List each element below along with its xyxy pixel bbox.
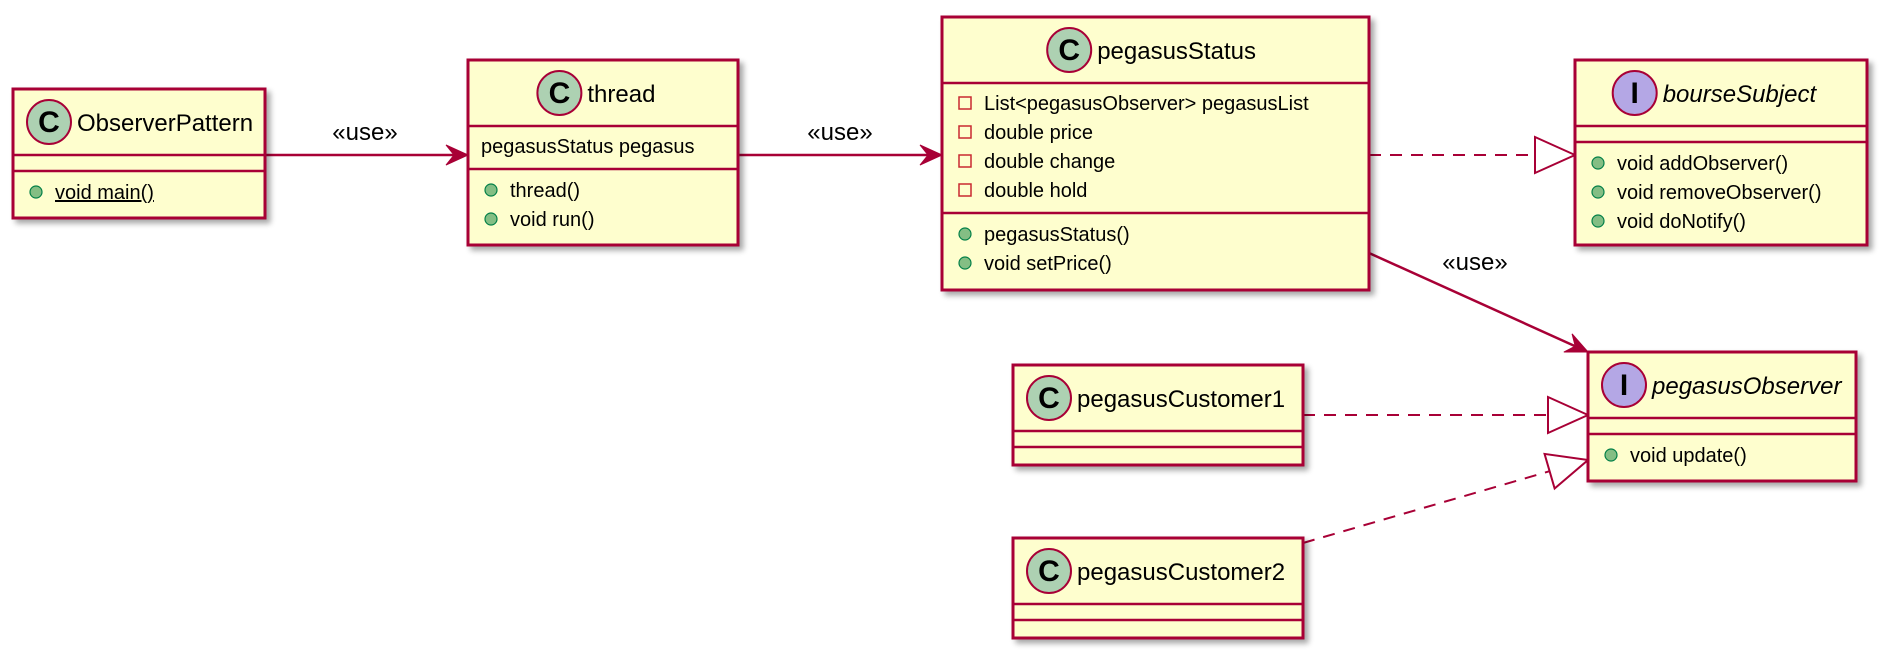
public-visibility-icon [29,185,43,199]
relations-layer [265,135,1591,544]
class-member: void removeObserver() [1617,182,1822,204]
badge-letter: C [1038,382,1060,415]
badge-letter: C [38,106,60,139]
class-member: thread() [510,180,580,202]
relation-pegasusstatus-uses-pegasusobserver[interactable] [1368,251,1590,353]
class-badge-icon [1046,27,1093,73]
private-visibility-icon [958,125,972,139]
relation-label: «use» [332,119,397,146]
class-member: pegasusStatus() [984,224,1130,246]
class-name: pegasusStatus [1097,38,1256,65]
class-box-observer-pattern[interactable]: C ObserverPattern void main() [11,87,267,220]
relation-customer1-implements-pegasusobserver[interactable] [1303,395,1591,435]
private-visibility-icon [958,96,972,110]
relation-thread-uses-pegasusstatus[interactable] [738,144,944,166]
class-member: void setPrice() [984,253,1112,275]
public-visibility-icon [484,212,498,226]
public-visibility-icon [958,256,972,270]
arrowhead-icon [919,144,944,166]
public-visibility-icon [958,227,972,241]
class-member: List<pegasusObserver> pegasusList [984,93,1309,115]
badge-letter: I [1620,369,1628,402]
class-name: bourseSubject [1663,81,1818,108]
relation-label: «use» [1442,249,1507,276]
class-name: pegasusCustomer2 [1077,559,1285,586]
private-visibility-icon [958,154,972,168]
badge-letter: C [549,77,571,110]
badge-letter: I [1631,77,1639,110]
interface-badge-icon [1601,362,1647,408]
public-visibility-icon [1591,214,1605,228]
arrowhead-icon [445,144,470,166]
class-name: pegasusObserver [1651,373,1842,400]
class-member: double change [984,151,1115,173]
class-member: double hold [984,180,1087,202]
badge-letter: C [1038,555,1060,588]
relation-observerpattern-uses-thread[interactable] [265,144,470,166]
class-box-frame [940,15,1371,292]
hollow-triangle-icon [1543,452,1591,491]
class-badge-icon [1026,548,1072,594]
class-member: void run() [510,209,594,231]
relation-label: «use» [807,119,872,146]
dependency-line [1368,251,1585,352]
class-member: double price [984,122,1093,144]
class-member: void addObserver() [1617,153,1788,175]
class-member: void main() [55,182,154,204]
relation-pegasusstatus-implements-boursesubject[interactable] [1369,135,1578,175]
class-name: pegasusCustomer1 [1077,386,1285,413]
public-visibility-icon [1591,156,1605,170]
class-badge-icon [26,99,72,145]
class-box-frame [466,58,740,247]
interface-badge-icon [1611,70,1658,116]
public-visibility-icon [484,183,498,197]
badge-letter: C [1058,34,1080,67]
arrowhead-icon [1563,333,1590,353]
private-visibility-icon [958,183,972,197]
class-member: void update() [1630,445,1747,467]
class-badge-icon [1026,375,1072,421]
class-box-frame [1573,58,1869,247]
relation-customer2-implements-pegasusobserver[interactable] [1302,452,1591,544]
hollow-triangle-icon [1547,395,1591,435]
hollow-triangle-icon [1534,135,1578,175]
relation-labels-layer: «use» «use» «use» [332,119,1507,276]
public-visibility-icon [1604,448,1618,462]
class-name: thread [587,81,655,108]
public-visibility-icon [1591,185,1605,199]
realization-line [1302,470,1550,544]
class-name: ObserverPattern [77,110,253,137]
class-member: void doNotify() [1617,211,1746,233]
class-member: pegasusStatus pegasus [481,136,695,158]
class-badge-icon [536,70,583,116]
